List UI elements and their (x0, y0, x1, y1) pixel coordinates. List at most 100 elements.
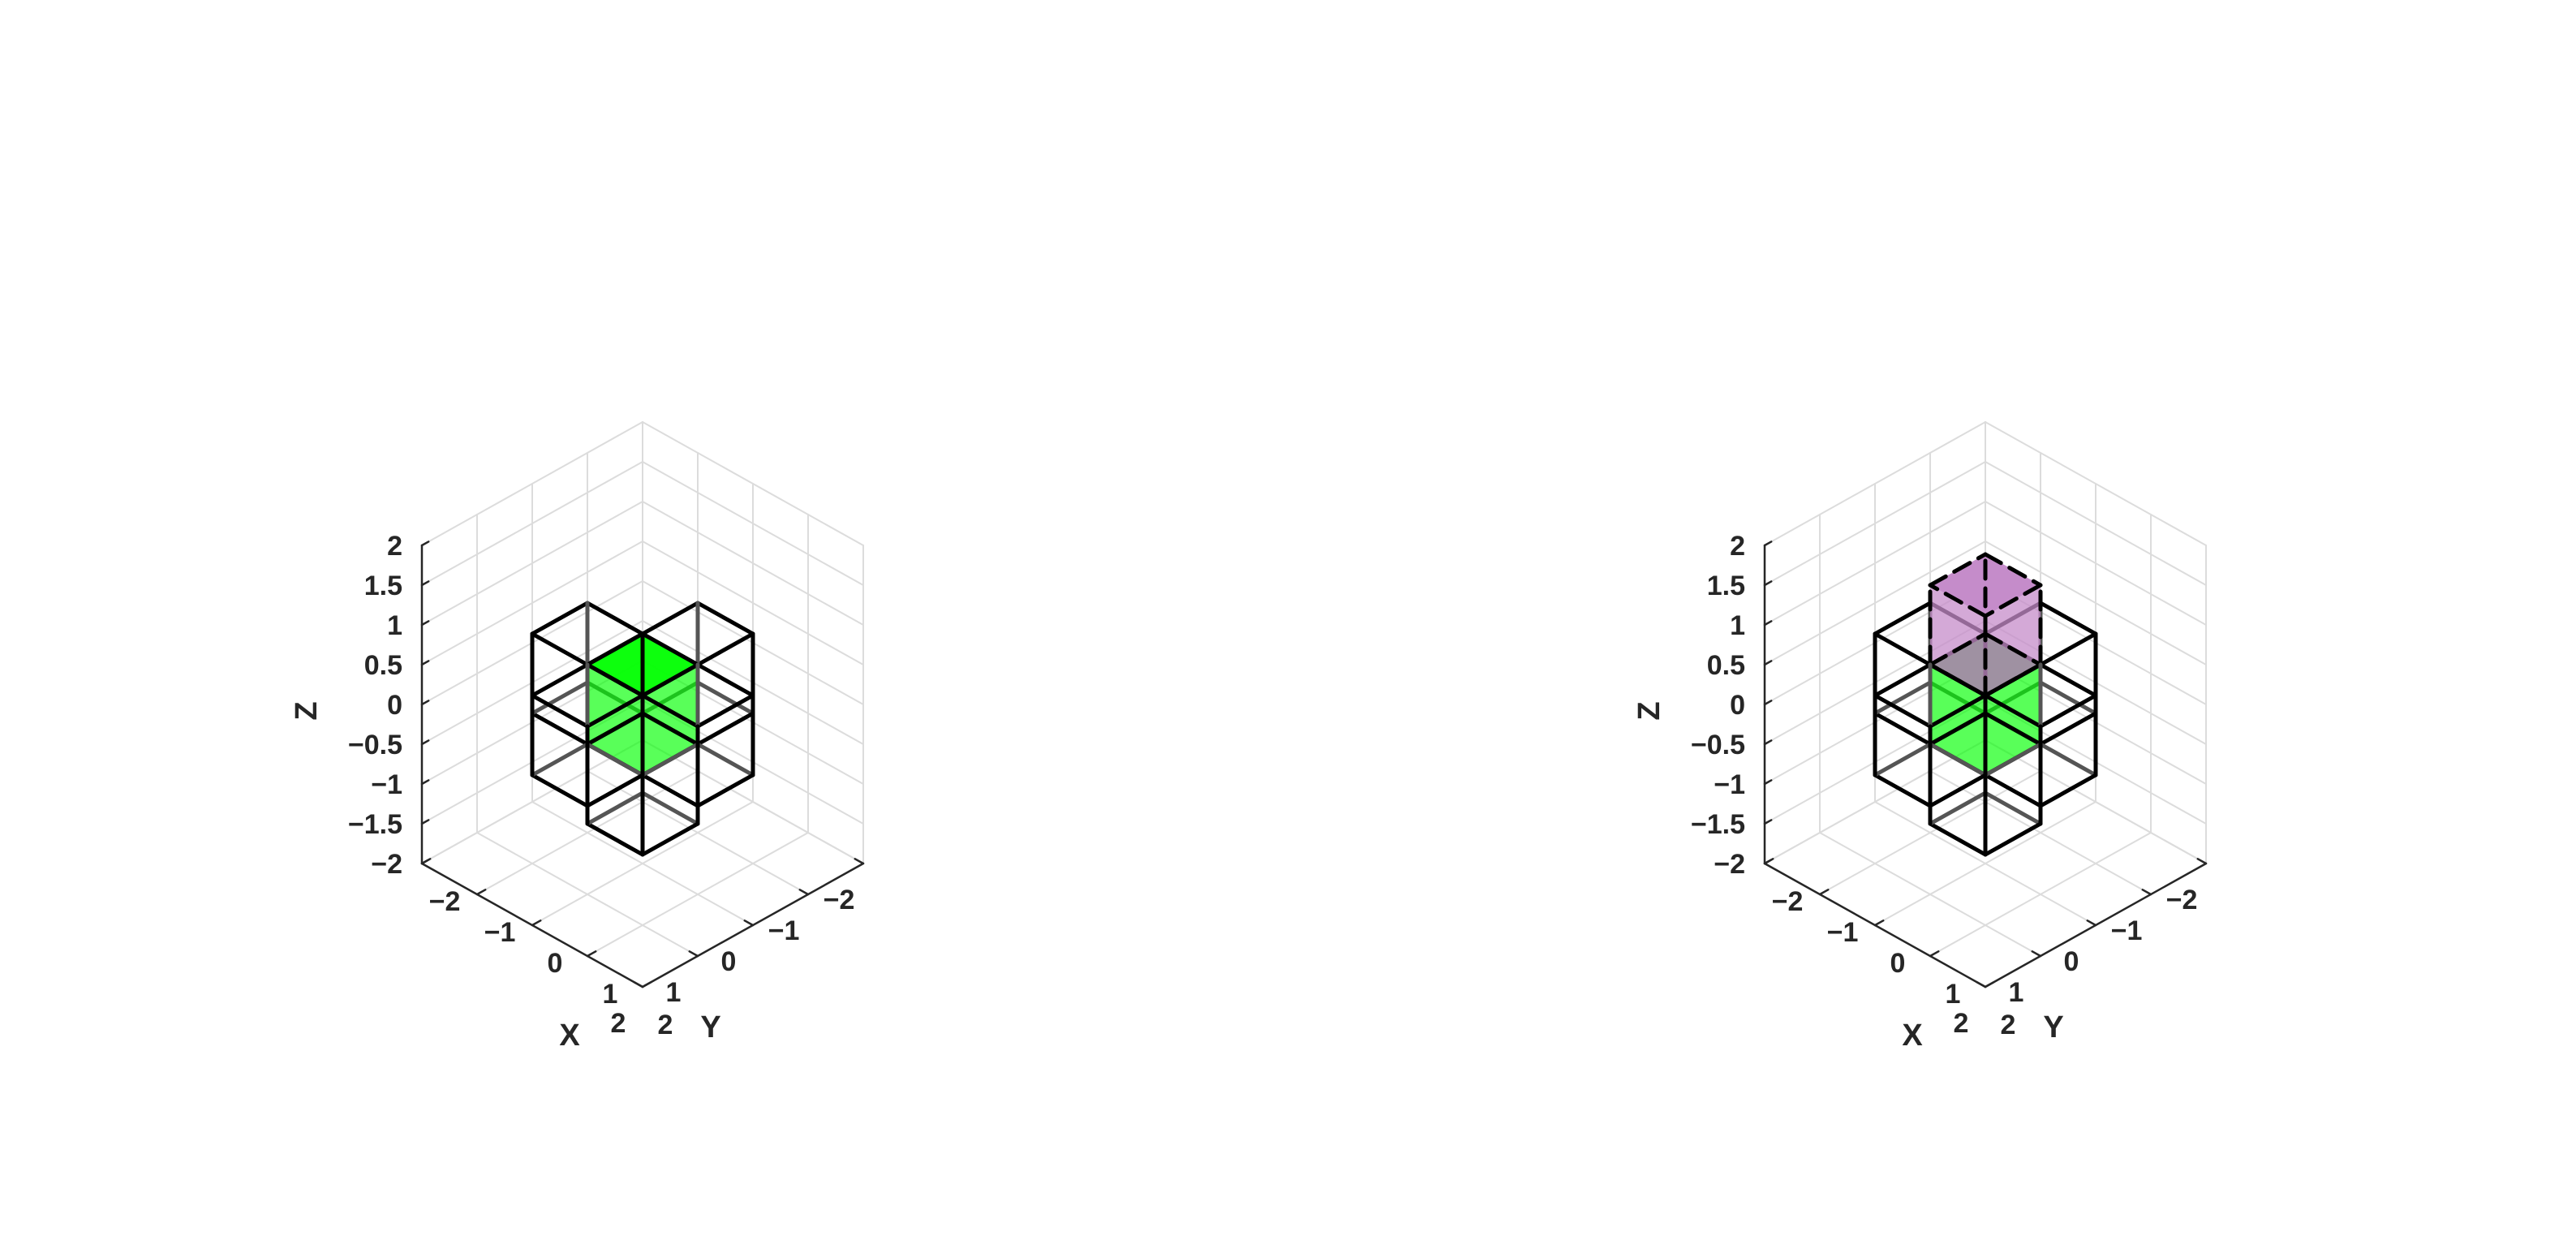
center-voxel-edge (640, 631, 700, 667)
z-tick (1763, 779, 1773, 786)
x-tick (641, 981, 652, 988)
grid-line-floor-x (1819, 770, 2041, 895)
y-tick-label: 2 (611, 1008, 626, 1039)
neighbor-voxel-edge (695, 742, 755, 777)
z-tick-label: 1.5 (1707, 571, 1745, 601)
candidate-voxel-edge (1983, 583, 2043, 618)
center-voxel-face-x (1985, 665, 2041, 775)
center-voxel-edge (1928, 711, 1988, 747)
y-tick (688, 950, 699, 958)
z-tick-label: 1 (387, 610, 402, 641)
neighbor-voxel-edge (1873, 631, 1933, 667)
x-tick (1818, 889, 1830, 896)
z-tick (1763, 819, 1773, 825)
y-tick (2196, 858, 2208, 865)
neighbor-voxel-edge (1928, 742, 1988, 777)
neighbor-voxel-edge (585, 790, 645, 826)
neighbor-voxel-edge (585, 601, 645, 636)
neighbor-voxel-edge (1983, 773, 2043, 808)
z-tick-label: 0.5 (1707, 650, 1745, 681)
center-voxel-edge (585, 631, 645, 667)
y-tick (2086, 920, 2097, 927)
candidate-voxel-edge (1928, 552, 1988, 588)
z-tick-label: 0 (387, 690, 402, 721)
grid-line-wall-xz-h (1985, 421, 2207, 546)
neighbor-voxel-edge (695, 631, 755, 667)
neighbor-voxel-edge (1873, 601, 1933, 636)
neighbor-voxel-edge (695, 773, 755, 808)
neighbor-voxel-edge (530, 711, 590, 747)
neighbor-voxel-edge (585, 742, 645, 777)
neighbor-voxel-edge (1873, 662, 1933, 698)
neighbor-voxel-edge (2038, 601, 2098, 636)
x-tick-label: 2 (2001, 1010, 2016, 1040)
neighbor-voxel-edge (530, 601, 590, 636)
candidate-voxel-edge (1928, 583, 1988, 618)
grid-line-wall-yz-h (1764, 541, 1986, 665)
z-tick-label: 0 (1730, 690, 1745, 721)
neighbor-voxel-edge (640, 742, 700, 777)
grid-line-wall-yz-h (1764, 461, 1986, 586)
grid-line-wall-xz-h (642, 739, 864, 864)
grid-line-floor-x (476, 770, 699, 895)
z-tick (420, 620, 430, 627)
x-tick (531, 920, 542, 927)
neighbor-voxel-edge (530, 693, 590, 729)
neighbor-voxel-edge (585, 662, 645, 698)
neighbor-voxel-edge (640, 601, 700, 636)
neighbor-voxel-edge (530, 662, 590, 698)
y-tick-label: 0 (721, 946, 737, 977)
y-tick (2031, 950, 2042, 958)
center-voxel-edge (585, 711, 645, 747)
z-tick-label: −1.5 (348, 809, 402, 840)
z-tick (1763, 580, 1773, 587)
neighbor-voxel-edge (1983, 742, 2043, 777)
grid-line-floor-x (1929, 832, 2152, 957)
neighbor-voxel-edge (530, 631, 590, 667)
z-tick-label: −2 (371, 849, 402, 880)
neighbor-voxel-edge (695, 693, 755, 729)
neighbor-voxel-edge (640, 790, 700, 826)
x-tick-label: −2 (429, 886, 461, 917)
neighbor-voxel-edge (1928, 662, 1988, 698)
z-tick-label: 0.5 (364, 650, 402, 681)
neighbor-voxel (640, 662, 755, 808)
neighbor-voxel-edge (695, 711, 755, 747)
z-tick (1763, 859, 1773, 865)
candidate-voxel-face-y (1930, 585, 1985, 696)
neighbor-voxel-edge (1983, 662, 2043, 698)
center-voxel-edge (1983, 711, 2043, 747)
y-tick (798, 889, 810, 896)
z-tick (1763, 541, 1773, 547)
z-tick (1763, 739, 1773, 746)
neighbor-voxel-edge (530, 742, 590, 777)
grid-line-wall-xz-h (1985, 541, 2207, 665)
x-tick-label: 1 (1946, 979, 1961, 1010)
z-tick-label: −0.5 (1691, 730, 1745, 760)
y-tick (1976, 981, 1987, 988)
y-tick-label: −1 (768, 915, 800, 946)
neighbor-voxel-edge (640, 693, 700, 729)
neighbor-voxel-edge (585, 773, 645, 808)
x-tick (586, 950, 597, 958)
neighbor-voxel-edge (2038, 711, 2098, 747)
grid-line-wall-yz-h (1764, 501, 1986, 626)
center-voxel-face-x (643, 665, 698, 775)
y-tick-label: 2 (1954, 1008, 1969, 1039)
candidate-voxel-edge (1983, 631, 2043, 667)
neighbor-voxel-edge (1928, 790, 1988, 826)
grid-line-floor-x (587, 832, 809, 957)
z-tick-label: −1.5 (1691, 809, 1745, 840)
grid-line-wall-yz-h (1764, 421, 1986, 546)
x-axis-title: X (559, 1019, 580, 1053)
grid-line-wall-xz-h (1985, 739, 2207, 864)
neighbor-voxel-edge (530, 773, 590, 808)
neighbor-voxel-edge (640, 821, 700, 857)
z-tick-label: −0.5 (348, 730, 402, 760)
y-tick (854, 858, 865, 865)
y-tick-label: 0 (2064, 946, 2079, 977)
y-tick (2141, 889, 2152, 896)
y-tick-label: 1 (2009, 977, 2024, 1008)
